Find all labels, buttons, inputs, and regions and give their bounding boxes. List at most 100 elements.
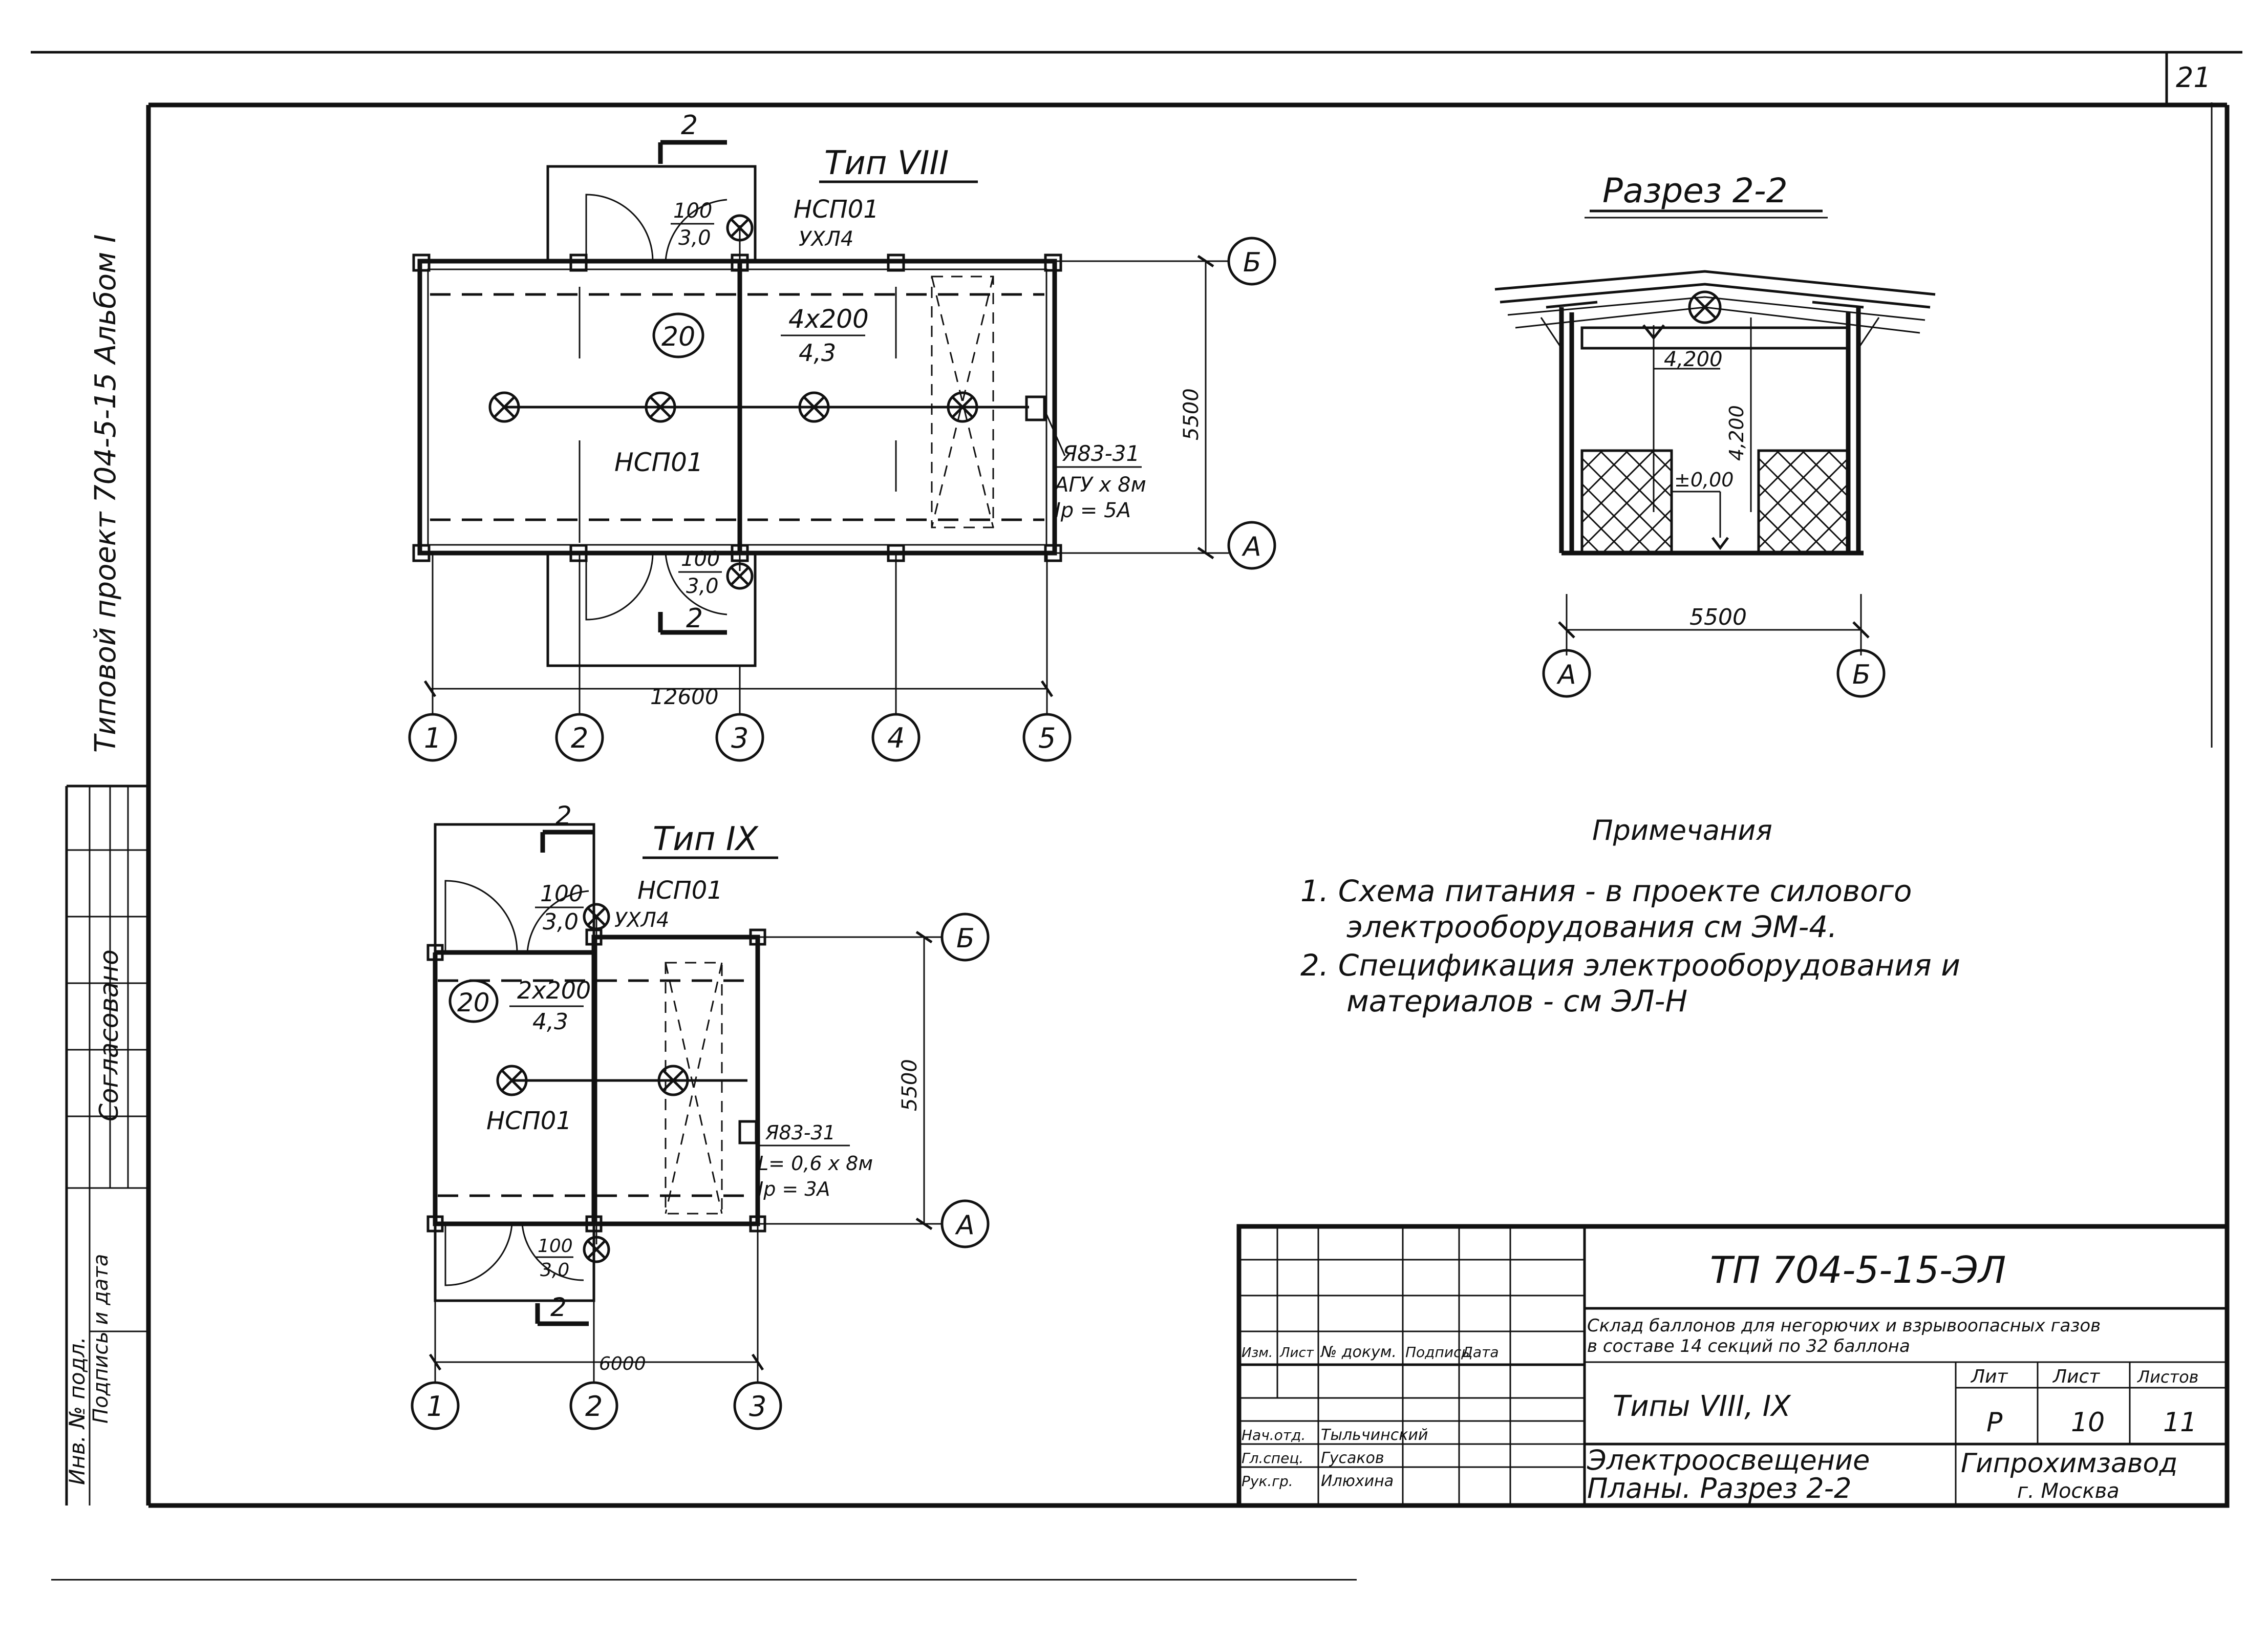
plan-ix-room-number: 20 [457, 988, 490, 1017]
plan-viii-axis-5: 5 [1038, 722, 1056, 754]
section-dim-width: 5500 [1689, 604, 1747, 630]
tb-object-line-1: Склад баллонов для негорючих и взрывоопа… [1587, 1316, 2101, 1336]
plan-ix-lamp-label-top-sub: УХЛ4 [614, 908, 669, 932]
plan-ix-switch-params: L= 0,6 х 8м [758, 1152, 873, 1175]
note-line-3: 2. Спецификация электрооборудования и [1300, 948, 1960, 983]
plan-ix-lamp-label-main: НСП01 [486, 1107, 572, 1135]
lamp-icon [798, 391, 830, 423]
tb-col-sheet: Лист [1279, 1345, 1314, 1361]
tb-drawing-line-1: Электроосвещение [1587, 1444, 1870, 1476]
axis-marker [715, 713, 764, 762]
section-2-2: Разрез 2-2 4,200 4,200 [1494, 171, 1936, 698]
plan-viii-dim-depth: 5500 [1180, 388, 1203, 440]
plan-viii-room-number: 20 [661, 322, 695, 352]
axis-marker [871, 713, 921, 762]
plan-viii-height-top: 4,3 [799, 339, 836, 367]
title-block: ТП 704-5-15-ЭЛ Склад баллонов для негорю… [1236, 1224, 2230, 1508]
tb-object-line-2: в составе 14 секций по 32 баллона [1587, 1336, 1910, 1356]
plan-ix-door-bot-power: 100 [538, 1236, 573, 1257]
plan-viii-axis-1: 1 [424, 722, 441, 754]
plan-viii-door-bot-power: 100 [681, 547, 720, 571]
plan-viii-power-top: 4х200 [788, 304, 869, 334]
plan-ix-door-bot-height: 3,0 [540, 1260, 569, 1281]
plan-viii-switch-params: АГУ х 8м [1053, 473, 1146, 497]
tb-types: Типы VIII, IX [1613, 1390, 1791, 1423]
plan-ix-axis-b: Б [956, 923, 975, 954]
cylinder-rack-hatch [1581, 450, 1849, 554]
sheet-number: 21 [2176, 61, 2211, 94]
section-floor-mark: ±0,00 [1674, 469, 1734, 491]
lamp-icon [488, 391, 520, 423]
tb-stage-header: Лит [1970, 1366, 2008, 1387]
plan-viii-section-mark-top: 2 [681, 110, 698, 141]
lamp-icon [947, 391, 978, 423]
switch-box [1025, 395, 1046, 421]
plan-viii-switch-label: Я83-31 [1062, 441, 1140, 466]
lamp-icon [645, 391, 676, 423]
plan-viii-axis-2: 2 [571, 722, 588, 754]
plan-ix-section-mark-bottom: 2 [550, 1292, 567, 1322]
note-line-1: 1. Схема питания - в проекте силового [1300, 874, 1912, 908]
tb-col-date: Дата [1461, 1344, 1499, 1361]
tb-role-2: Гл.спец. [1242, 1450, 1303, 1467]
plan-ix-door-top-height: 3,0 [543, 909, 579, 935]
axis-marker [555, 713, 604, 762]
switch-box [738, 1120, 758, 1144]
tb-sheets-header: Листов [2137, 1367, 2199, 1387]
tb-sheet: 10 [2071, 1407, 2105, 1438]
plan-type-viii: Тип VIII 2 2 [408, 110, 1276, 762]
plan-ix-section-mark-top: 2 [555, 801, 572, 831]
plan-ix-switch-label: Я83-31 [765, 1121, 836, 1144]
tb-col-rev: Изм. [1242, 1345, 1273, 1361]
axis-marker [733, 1381, 782, 1430]
tb-col-doc: № докум. [1320, 1343, 1397, 1361]
tb-organization-line-2: г. Москва [2017, 1479, 2120, 1503]
lamp-icon [657, 1065, 689, 1096]
axis-marker [1227, 521, 1276, 570]
plan-ix-power-top: 2х200 [517, 977, 591, 1004]
lamp-icon [726, 562, 754, 590]
room-marker [652, 312, 704, 358]
section-lamp-height: 4,200 [1664, 348, 1723, 371]
plan-viii-lamp-label-top: НСП01 [794, 195, 879, 224]
tb-name-2: Гусаков [1321, 1449, 1384, 1467]
approved-label: Согласовано [94, 949, 124, 1121]
plan-viii-title: Тип VIII [824, 144, 949, 182]
tb-name-1: Тыльчинский [1321, 1426, 1428, 1444]
lamp-icon [1688, 290, 1722, 324]
section-title: Разрез 2-2 [1602, 171, 1788, 210]
plan-ix-axis-a: А [955, 1210, 975, 1241]
plan-ix-axis-1: 1 [426, 1390, 444, 1423]
axis-marker [1836, 649, 1886, 698]
tb-organization-line-1: Гипрохимзавод [1961, 1448, 2177, 1479]
side-stamp: Согласовано Инв. № подл. Подпись и дата … [65, 234, 148, 1505]
plan-ix-height-top: 4,3 [532, 1009, 568, 1035]
sheet-frame: 21 [31, 51, 2242, 1581]
plan-ix-dim-depth: 5500 [898, 1059, 922, 1111]
plan-viii-lamp-label-top-sub: УХЛ4 [799, 227, 853, 251]
tb-sheets: 11 [2163, 1407, 2197, 1438]
plan-ix-axis-3: 3 [749, 1390, 766, 1423]
plan-viii-axis-a: А [1242, 532, 1261, 562]
tb-role-1: Нач.отд. [1242, 1427, 1306, 1444]
lamp-icon [496, 1065, 528, 1096]
plan-ix-dim-width: 6000 [599, 1353, 646, 1374]
tb-role-3: Рук.гр. [1242, 1473, 1293, 1490]
plan-viii-door-top-height: 3,0 [678, 226, 711, 250]
plan-viii-section-mark-bottom: 2 [686, 603, 703, 634]
tb-designation: ТП 704-5-15-ЭЛ [1710, 1248, 2006, 1291]
axis-marker [411, 1381, 460, 1430]
tb-name-3: Илюхина [1321, 1472, 1394, 1490]
plan-viii-axis-b: Б [1243, 247, 1261, 278]
plan-viii-switch-current: Iр = 5А [1055, 499, 1131, 522]
section-axis-a: А [1556, 660, 1576, 690]
plan-ix-title: Тип IX [653, 820, 759, 858]
notes: Примечания 1. Схема питания - в проекте … [1300, 814, 1960, 1019]
plan-viii-axis-4: 4 [887, 722, 905, 754]
axis-marker [1227, 237, 1276, 286]
room-marker [448, 979, 499, 1023]
axis-marker [569, 1381, 618, 1430]
note-line-2: электрооборудования см ЭМ-4. [1346, 909, 1837, 944]
lamp-icon [583, 903, 610, 930]
